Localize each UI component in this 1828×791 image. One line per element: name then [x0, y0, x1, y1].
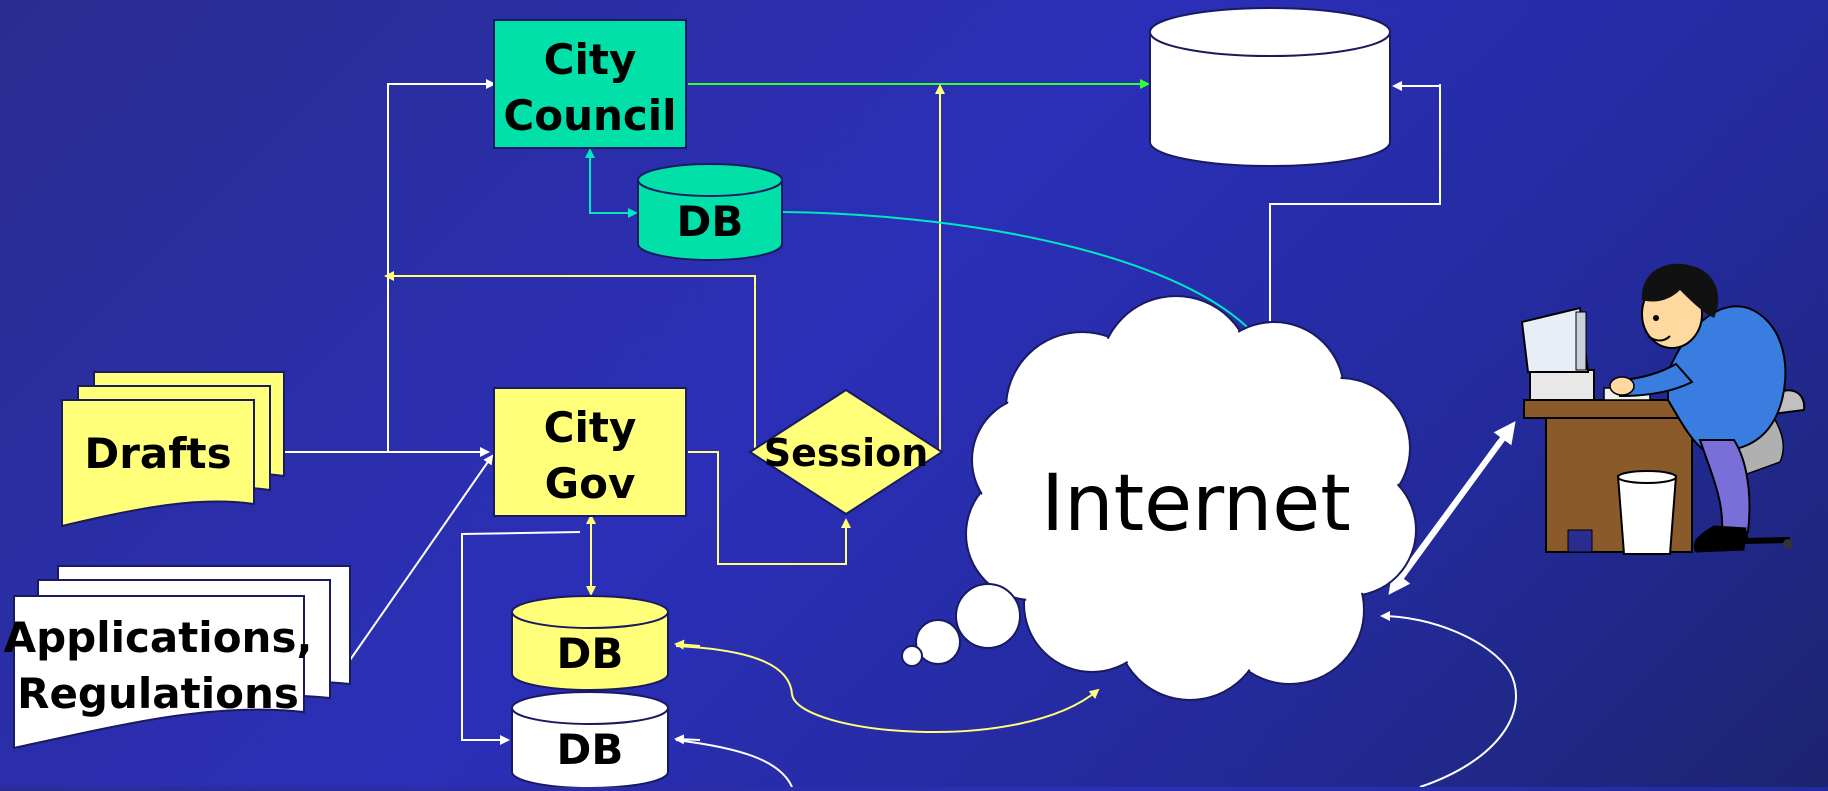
city-gov-label-line2: Gov	[545, 459, 636, 508]
citygov-to-session-line	[688, 451, 851, 565]
applications-label-line2: Regulations	[17, 669, 299, 718]
top-database	[1149, 7, 1391, 167]
drafts-label: Drafts	[84, 429, 231, 478]
city-council-box: City Council	[493, 19, 687, 149]
applications-to-citygov-line	[349, 454, 494, 661]
gov-db-white-cylinder: DB	[511, 691, 669, 789]
city-council-label-line1: City	[544, 35, 637, 84]
gov-db-white-label: DB	[557, 725, 624, 774]
drafts-documents: Drafts	[61, 371, 285, 528]
drafts-to-council-line	[387, 79, 496, 452]
council-db-label: DB	[677, 197, 744, 246]
gov-db-yellow-cylinder: DB	[511, 595, 669, 691]
city-gov-label-line1: City	[544, 403, 637, 452]
city-council-label-line2: Council	[503, 91, 676, 140]
councildb-to-internet-curve	[781, 211, 1269, 353]
yellowdb-internet-curve	[675, 645, 1100, 734]
city-gov-box: City Gov	[493, 387, 687, 517]
internet-bottom-loop	[1380, 611, 1517, 788]
gov-db-yellow-label: DB	[557, 629, 624, 678]
whitedb-internet-curve	[675, 739, 793, 788]
council-db-link	[589, 158, 638, 218]
internet-label: Internet	[1041, 459, 1351, 549]
user-at-computer-icon	[1520, 263, 1806, 555]
internet-cloud: Internet	[901, 295, 1417, 701]
council-db-cylinder: DB	[637, 163, 783, 261]
applications-label-line1: Applications,	[4, 613, 313, 662]
session-diamond: Session	[748, 388, 944, 516]
session-label: Session	[764, 431, 929, 475]
applications-documents: Applications, Regulations	[4, 565, 351, 750]
citygov-whitedb-link	[461, 531, 581, 745]
database-to-internet-line	[1265, 84, 1441, 364]
